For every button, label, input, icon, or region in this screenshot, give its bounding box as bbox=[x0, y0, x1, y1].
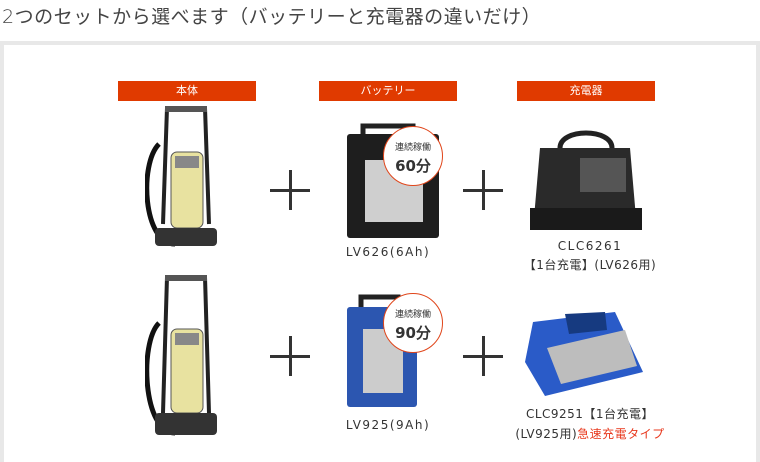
header-body: 本体 bbox=[118, 81, 256, 101]
charger-clc9251-image bbox=[525, 312, 643, 396]
runtime-badge: 連続稼働 90分 bbox=[383, 293, 443, 353]
charger-detail: 【1台充電】(LV626用) bbox=[523, 258, 657, 272]
plus-icon bbox=[463, 336, 503, 376]
vacuum-image bbox=[145, 106, 217, 247]
battery-name: LV925(9Ah) bbox=[345, 418, 431, 432]
charger-detail: (LV925用)急速充電タイプ bbox=[490, 425, 690, 444]
charger-name: CLC6261 bbox=[557, 239, 623, 253]
plus-icon bbox=[270, 170, 310, 210]
badge-label: 連続稼働 bbox=[394, 143, 431, 153]
page-title: 2つのセットから選べます（バッテリーと充電器の違いだけ） bbox=[2, 6, 542, 28]
sets-panel bbox=[0, 41, 760, 462]
battery-name: LV626(6Ah) bbox=[345, 245, 431, 259]
badge-value: 60分 bbox=[395, 157, 431, 175]
badge-label: 連続稼働 bbox=[394, 310, 431, 320]
charger-name: CLC9251【1台充電】 bbox=[525, 407, 655, 421]
plus-icon bbox=[463, 170, 503, 210]
runtime-badge: 連続稼働 60分 bbox=[383, 126, 443, 186]
header-charger: 充電器 bbox=[517, 81, 655, 101]
charger-clc6261-image bbox=[530, 130, 642, 230]
fast-charge-note: 急速充電タイプ bbox=[577, 427, 665, 441]
header-battery: バッテリー bbox=[319, 81, 457, 101]
charger-usage: (LV925用) bbox=[515, 427, 578, 441]
badge-value: 90分 bbox=[395, 324, 431, 342]
plus-icon bbox=[270, 336, 310, 376]
vacuum-image bbox=[145, 275, 217, 436]
